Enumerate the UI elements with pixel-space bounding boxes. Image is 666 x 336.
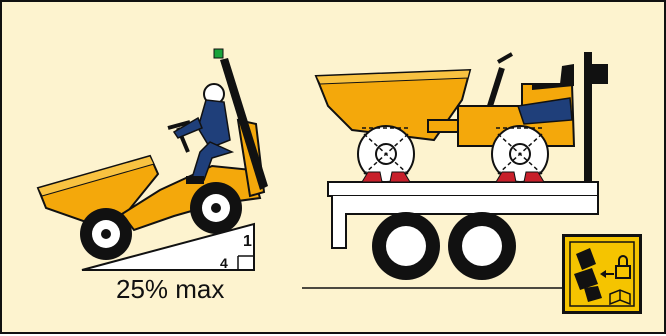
rops-frame-trailer [584,52,592,182]
trailer [302,182,598,288]
trailer-wheel-rear [448,212,516,280]
tied-wheel-front [358,126,414,182]
slope-max-label: 25% max [116,276,224,302]
rear-wheel [190,182,242,234]
beacon-light [214,49,223,58]
trailer-deck [328,182,598,196]
slope-ratio-run: 4 [220,256,228,270]
tied-wheel-rear [492,126,548,182]
front-wheel [80,208,132,260]
slope-ratio-rise: 1 [243,234,252,250]
trailer-wheel-front [372,212,440,280]
dumper-on-slope [38,49,268,260]
seat [532,64,574,90]
lock-manual-icon [562,234,642,314]
dumper-on-trailer [316,52,608,182]
